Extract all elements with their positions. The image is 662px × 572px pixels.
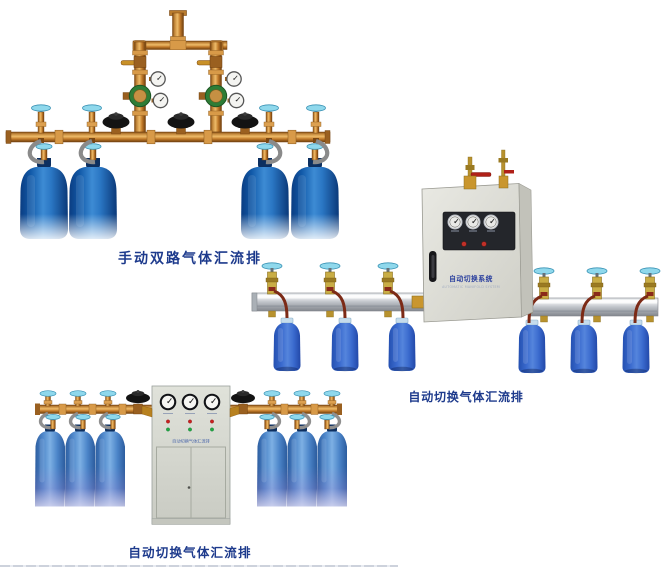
pressure-gauge xyxy=(181,393,199,411)
connection-hose xyxy=(288,411,312,431)
gas-cylinder xyxy=(94,424,126,523)
indicator-light-green xyxy=(210,427,214,432)
red-lever-valve xyxy=(470,172,492,177)
gas-cylinder xyxy=(286,424,318,523)
gas-cylinder xyxy=(19,158,69,243)
cylinder-port-valve xyxy=(69,390,87,407)
pressure-gauge xyxy=(224,71,242,87)
pressure-gauge xyxy=(150,92,169,109)
caption-auto-switch-floor-manifold: 自动切换气体汇流排 xyxy=(128,545,252,560)
auto-switch-manifold-figure: 自动切换系统 AUTOMATIC MANIFOLD SYSTEM xyxy=(251,149,661,374)
gas-cylinder xyxy=(240,158,290,243)
indicator-knob xyxy=(481,241,487,247)
manual-dual-manifold-figure xyxy=(5,10,340,243)
pressure-regulator xyxy=(198,84,228,108)
handwheel-valve xyxy=(102,111,130,135)
connection-hose xyxy=(98,411,122,431)
gas-cylinder xyxy=(273,317,301,372)
indicator-light-green xyxy=(188,427,192,432)
gas-cylinder xyxy=(570,319,598,374)
cylinder-port-valve xyxy=(293,390,311,407)
cylinder-port-valve xyxy=(259,104,279,134)
gas-cylinder xyxy=(518,319,546,374)
caption-auto-switch-manifold: 自动切换气体汇流排 xyxy=(408,390,524,404)
pressure-gauge xyxy=(148,71,166,87)
gas-cylinder xyxy=(316,424,348,523)
caption-manual-dual-manifold: 手动双路气体汇流排 xyxy=(118,251,262,267)
main-manifold-pipe xyxy=(5,131,331,143)
indicator-light-red xyxy=(166,419,170,424)
cylinder-port-valve xyxy=(39,390,57,407)
handwheel-valve xyxy=(167,111,195,135)
cabinet-subtitle: AUTOMATIC MANIFOLD SYSTEM xyxy=(442,285,500,289)
auto-switch-floor-manifold-figure: 自动切换气体汇流排 xyxy=(34,385,348,525)
cylinder-valve xyxy=(35,143,53,161)
cylinder-port-valve xyxy=(82,104,102,134)
door-handle xyxy=(187,486,191,489)
pressure-gauge xyxy=(159,393,177,411)
cylinder-port-valve xyxy=(99,390,117,407)
cylinder-valve xyxy=(306,143,324,161)
cylinder-valve xyxy=(84,143,102,161)
connection-hose xyxy=(258,411,282,431)
indicator-light-red xyxy=(210,419,214,424)
cylinder-valve xyxy=(256,143,274,161)
gas-cylinder xyxy=(256,424,288,523)
control-cabinet xyxy=(421,183,522,323)
pressure-gauge xyxy=(226,92,245,109)
gas-cylinder xyxy=(34,424,66,523)
gas-cylinder xyxy=(388,317,416,372)
indicator-knob xyxy=(461,241,467,247)
pressure-regulator xyxy=(122,84,152,108)
cylinder-port-valve xyxy=(263,390,281,407)
cylinder-port-valve xyxy=(31,104,51,134)
gas-cylinder xyxy=(64,424,96,523)
connection-hose xyxy=(318,411,342,431)
connection-hose xyxy=(68,411,92,431)
indicator-light-green xyxy=(166,427,170,432)
handwheel-valve xyxy=(231,111,259,135)
gas-cylinder xyxy=(622,319,650,374)
gas-cylinder xyxy=(331,317,359,372)
gas-cylinder xyxy=(68,158,118,243)
red-lever-valve xyxy=(504,170,514,174)
bottom-divider xyxy=(0,565,398,567)
indicator-light-red xyxy=(188,419,192,424)
pressure-gauge xyxy=(203,393,221,411)
gas-cylinder xyxy=(290,158,340,243)
cabinet-title: 自动切换系统 xyxy=(449,274,493,283)
cabinet-label: 自动切换气体汇流排 xyxy=(172,438,211,445)
connection-hose xyxy=(38,411,62,431)
cylinder-port-valve xyxy=(306,104,326,134)
